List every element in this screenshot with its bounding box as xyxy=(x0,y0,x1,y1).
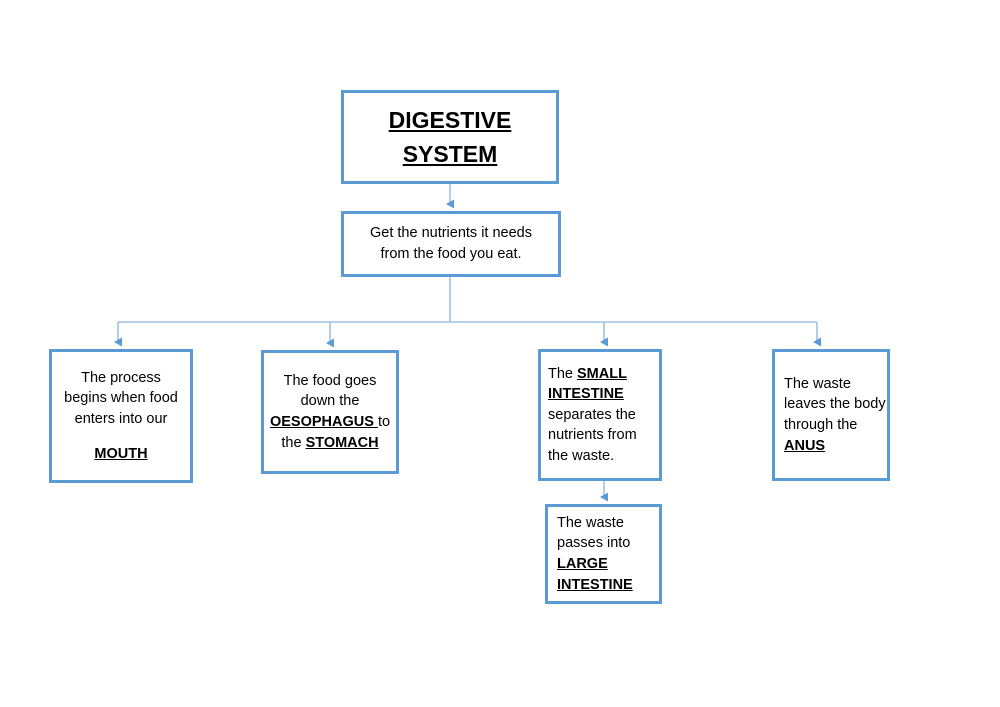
node-digestive-system-title: DIGESTIVE SYSTEM xyxy=(341,90,559,184)
node-large-intestine: The waste passes into LARGE INTESTINE xyxy=(545,504,662,604)
node-anus: The waste leaves the body through the AN… xyxy=(772,349,890,481)
node-oesophagus-stomach: The food goes down the OESOPHAGUS to the… xyxy=(261,350,399,474)
purpose-line-1: Get the nutrients it needs xyxy=(369,225,532,242)
purpose-line-2: from the food you eat. xyxy=(380,246,522,262)
node-oesophagus-stomach-text: The food goes down the OESOPHAGUS to the… xyxy=(269,372,391,451)
node-purpose: Get the nutrients it needs from the food… xyxy=(341,211,561,277)
title-line-1: DIGESTIVE xyxy=(388,106,512,133)
node-small-intestine: The SMALL INTESTINE separates the nutrie… xyxy=(538,349,662,481)
node-anus-text: The waste leaves the body through the AN… xyxy=(784,375,886,454)
node-mouth: The process begins when food enters into… xyxy=(49,349,193,483)
title-line-2: SYSTEM xyxy=(402,141,498,167)
node-large-intestine-text: The waste passes into LARGE INTESTINE xyxy=(557,514,633,593)
node-mouth-text: The process begins when food enters into… xyxy=(64,369,178,462)
node-small-intestine-text: The SMALL INTESTINE separates the nutrie… xyxy=(548,365,637,464)
